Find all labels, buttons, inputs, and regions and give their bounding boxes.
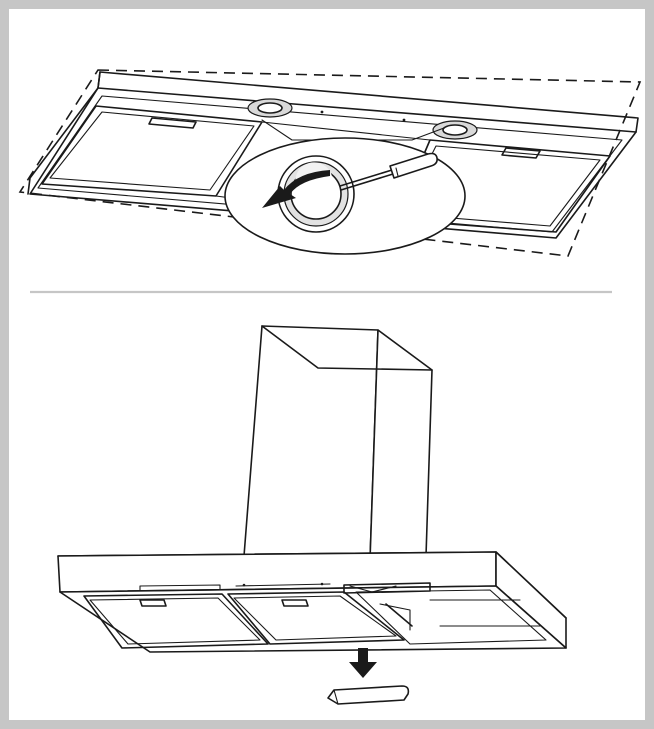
bottom-left-filter	[83, 593, 269, 649]
island-hood	[57, 325, 567, 705]
lamp-cover-right-inner	[442, 124, 468, 136]
front-light-strip-right	[343, 582, 431, 594]
magnifier-callout	[224, 119, 466, 255]
left-filter-handle	[148, 117, 197, 129]
hood-dashed-outline	[18, 69, 642, 257]
lamp-cover-left-inner	[257, 102, 283, 114]
canopy-underside	[59, 585, 567, 653]
chimney	[243, 325, 433, 561]
front-control-strip	[235, 583, 331, 587]
hood-side-left	[27, 71, 101, 195]
control-dot	[320, 110, 324, 114]
removed-filter-panel	[327, 685, 410, 705]
screwdriver-icon	[339, 152, 438, 191]
control-dot	[402, 118, 406, 122]
down-arrow-icon	[349, 648, 377, 678]
front-light-strip-left	[139, 584, 221, 592]
bottom-right-opening	[355, 589, 547, 645]
rotate-arrow-icon	[262, 170, 330, 208]
bottom-middle-filter	[227, 591, 405, 645]
right-filter-handle	[501, 147, 541, 159]
